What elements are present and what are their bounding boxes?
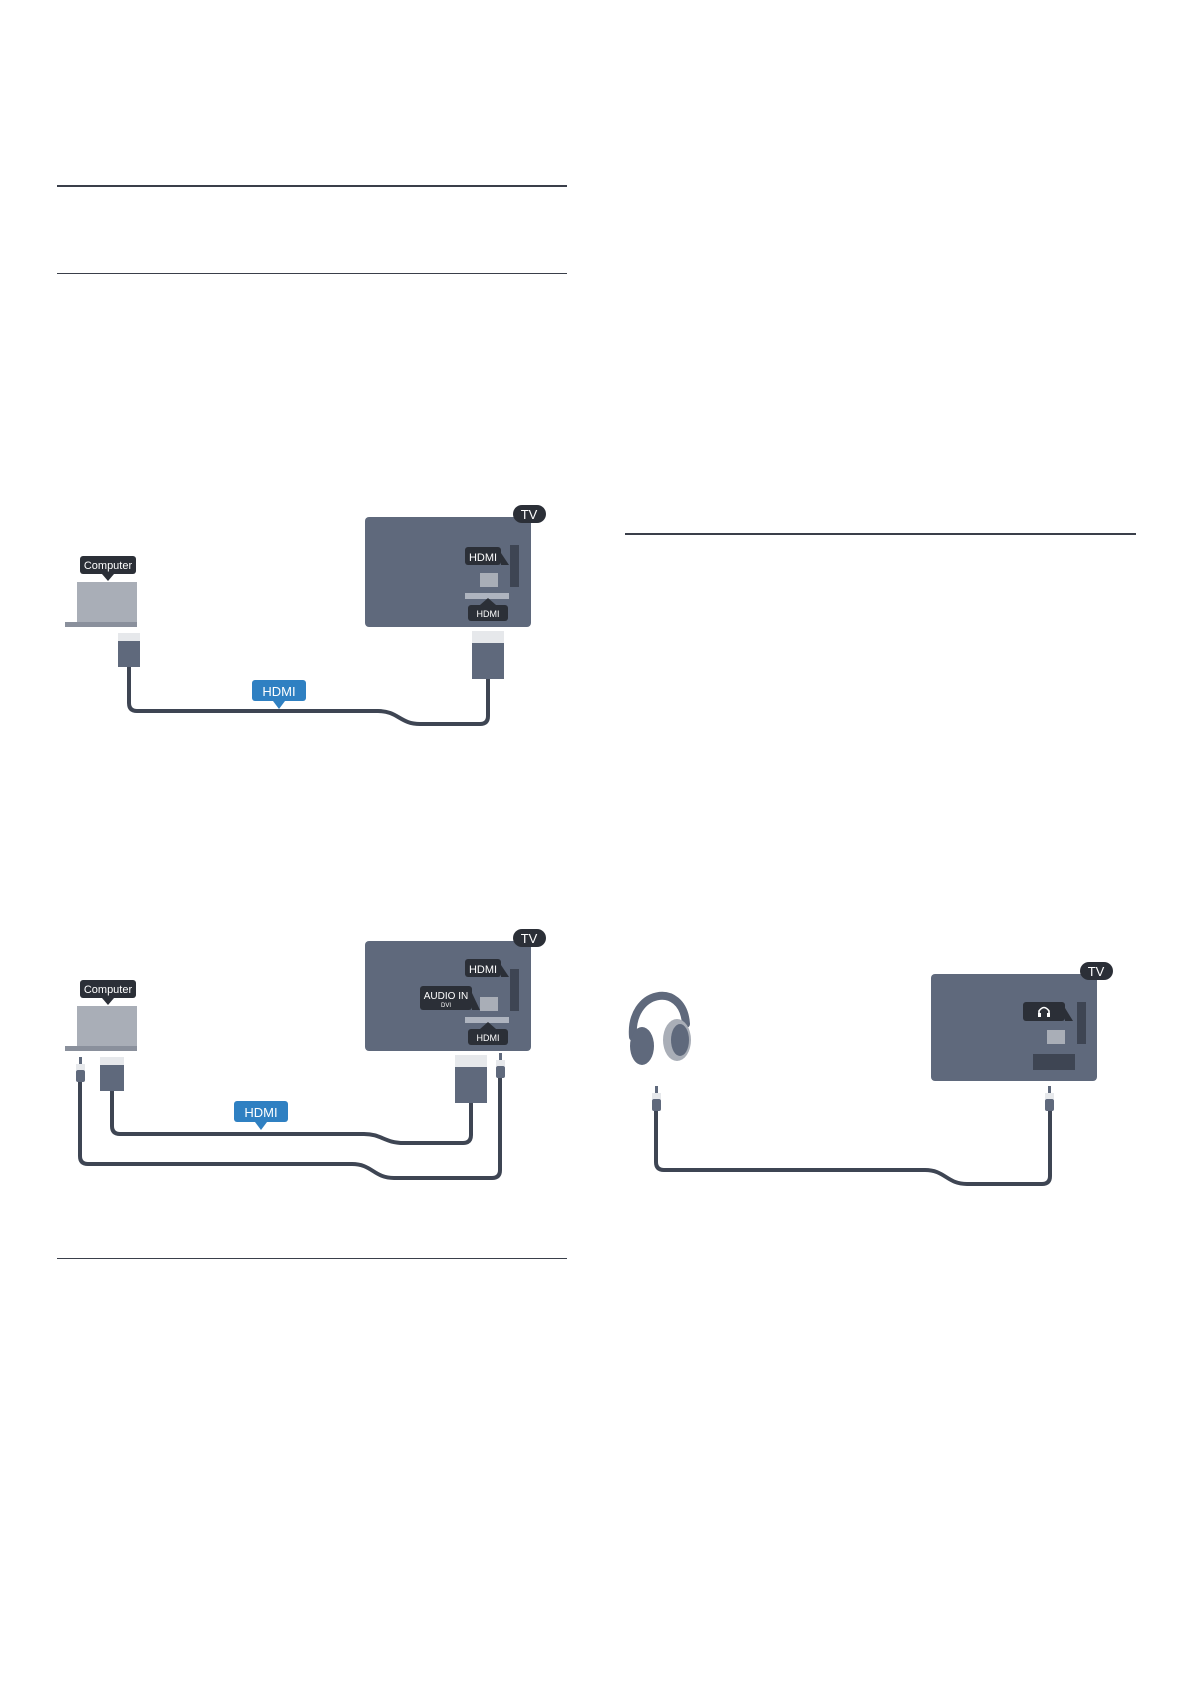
tv-port-bar <box>465 1017 509 1023</box>
headphone-cable <box>654 1111 1052 1186</box>
laptop-hdmi-plug <box>118 641 140 667</box>
tv-badge <box>513 505 546 523</box>
tv-port-slot <box>1077 1002 1086 1044</box>
hdmi-cable <box>127 667 490 726</box>
laptop-hdmi-plug <box>100 1065 124 1091</box>
tv-port-bar <box>1033 1054 1075 1070</box>
hdmi-cable-label: HDMI <box>252 680 306 709</box>
svg-text:HDMI: HDMI <box>469 552 497 564</box>
hdmi-cable <box>110 1091 473 1145</box>
svg-text:Computer: Computer <box>84 560 133 572</box>
tv-port-square <box>1047 1030 1065 1044</box>
tv-hdmi-plug <box>472 643 504 679</box>
tv-audio-jack <box>1045 1086 1054 1111</box>
tv-port-square <box>480 573 498 587</box>
section-rule-1 <box>57 185 567 187</box>
tv-port-bar <box>465 593 509 599</box>
svg-text:HDMI: HDMI <box>469 964 497 976</box>
hdmi-bottom-label: HDMI <box>468 598 508 621</box>
svg-text:HDMI: HDMI <box>477 609 500 619</box>
tv-hdmi-plug-head <box>455 1055 487 1067</box>
laptop-base <box>65 1046 137 1051</box>
tv-port-slot <box>510 545 519 587</box>
tv-badge <box>513 929 546 947</box>
svg-text:Computer: Computer <box>84 984 133 996</box>
audio-cable <box>78 1078 502 1180</box>
svg-text:AUDIO IN: AUDIO IN <box>424 991 468 1002</box>
svg-text:HDMI: HDMI <box>244 1105 277 1120</box>
computer-label: Computer <box>80 980 136 1005</box>
headphone-port-label <box>1023 1002 1073 1021</box>
section-rule-3 <box>625 533 1136 535</box>
tv-port-square <box>480 997 498 1011</box>
computer-hdmi-diagram: TV HDMI HDMI Computer HDMI <box>60 505 560 735</box>
tv-audio-jack <box>496 1053 505 1078</box>
tv-badge <box>1080 962 1113 980</box>
audio-in-label: AUDIO IN DVI <box>420 986 480 1010</box>
svg-text:HDMI: HDMI <box>262 684 295 699</box>
tv-port-slot <box>510 969 519 1011</box>
hdmi-cable-label: HDMI <box>234 1101 288 1130</box>
laptop-base <box>65 622 137 627</box>
section-rule-2 <box>57 273 567 274</box>
hdmi-bottom-label: HDMI <box>468 1022 508 1045</box>
laptop-audio-jack <box>76 1057 85 1082</box>
headphone-jack <box>652 1086 661 1111</box>
hdmi-port-label: HDMI <box>465 547 509 565</box>
laptop-hdmi-plug-head <box>100 1057 124 1065</box>
svg-text:HDMI: HDMI <box>477 1033 500 1043</box>
headphones-icon <box>628 991 691 1065</box>
tv-badge-text: TV <box>521 931 538 946</box>
tv-hdmi-plug-head <box>472 631 504 643</box>
tv-badge-text: TV <box>521 507 538 522</box>
section-rule-4 <box>57 1258 567 1259</box>
tv-badge-text: TV <box>1088 964 1105 979</box>
tv-hdmi-plug <box>455 1067 487 1103</box>
hdmi-port-label: HDMI <box>465 959 509 977</box>
laptop-screen <box>77 582 137 622</box>
computer-dvi-audio-diagram: TV HDMI AUDIO IN DVI HDMI <box>60 929 560 1189</box>
computer-label: Computer <box>80 556 136 581</box>
headphones-diagram: TV <box>625 962 1125 1202</box>
laptop-hdmi-plug-head <box>118 633 140 641</box>
laptop-screen <box>77 1006 137 1046</box>
svg-text:DVI: DVI <box>441 1003 451 1009</box>
headphones-small-icon <box>1038 1006 1050 1017</box>
